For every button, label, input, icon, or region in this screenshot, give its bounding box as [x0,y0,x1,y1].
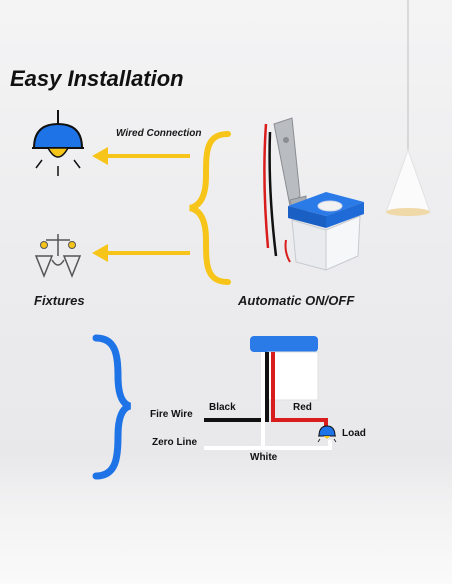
arrow-to-fixture [92,244,190,262]
black-wire [204,352,269,422]
wired-connection-label: Wired Connection [116,128,202,139]
switch-body [267,351,319,401]
zero-line-label: Zero Line [152,437,198,448]
fire-wire-label: Fire Wire [150,409,193,420]
yellow-brace [189,131,231,285]
fixtures-label: Fixtures [34,293,85,308]
wiring-diagram [204,336,332,450]
bulb-icon [317,425,337,443]
automatic-label: Automatic ON/OFF [238,293,355,308]
background-pendant-icon [385,0,431,216]
red-wire-label: Red [293,402,312,413]
switch-cap [250,336,318,352]
pendant-lamp-icon [32,110,84,176]
chandelier-icon [34,234,82,279]
arrow-to-lamp [92,147,190,165]
load-label: Load [342,428,366,439]
photocell-switch-icon [263,117,364,271]
white-wire-label: White [250,452,278,463]
white-wire [204,352,332,450]
page-title: Easy Installation [10,66,184,91]
floor-backdrop [0,454,452,584]
black-wire-label: Black [209,402,236,413]
blue-brace [92,334,132,480]
